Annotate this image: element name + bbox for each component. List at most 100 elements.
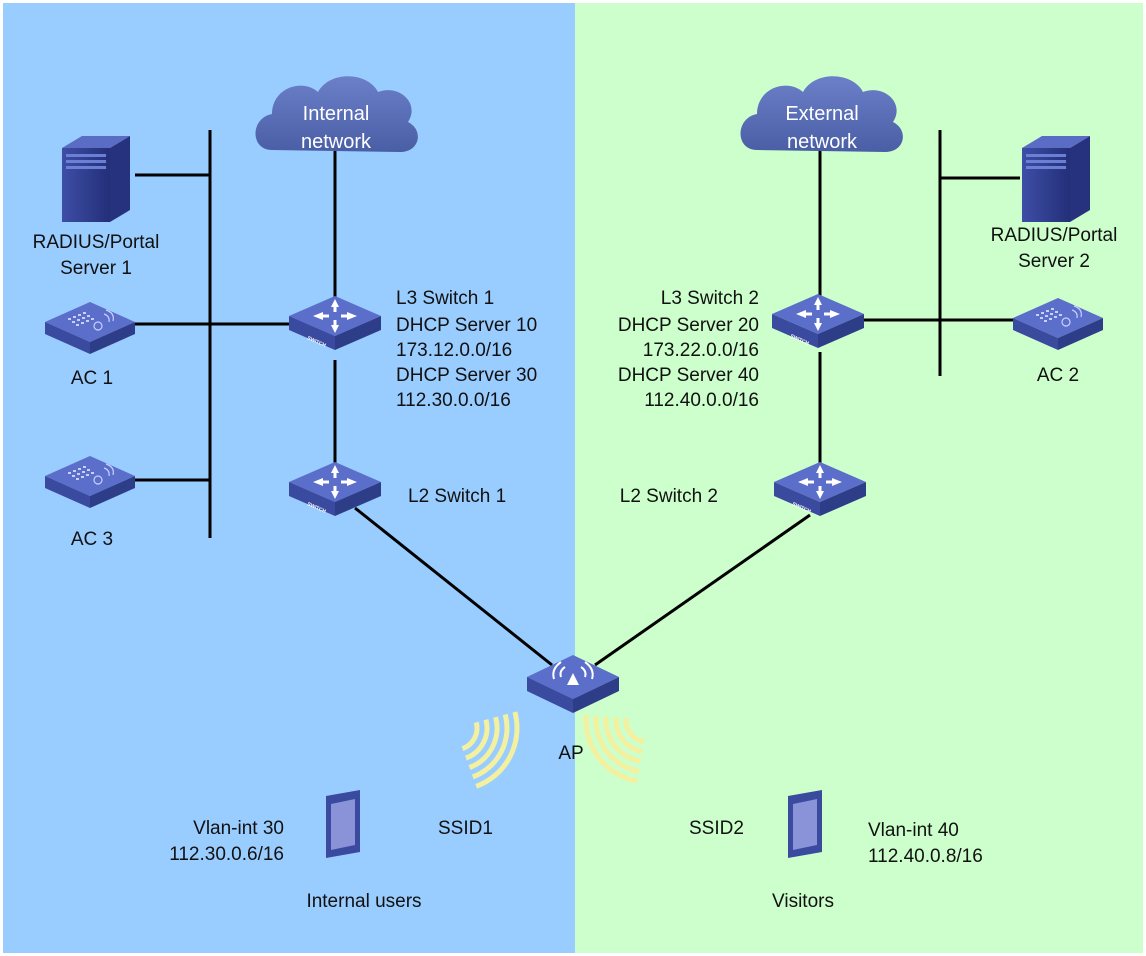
server-label-line2: Server 2	[1018, 251, 1090, 272]
cloud-label-line2: network	[787, 131, 858, 153]
cloud-label-line1: Internal	[303, 103, 370, 125]
ac-2: AC 2	[1013, 298, 1103, 386]
keypad-icon	[68, 312, 94, 326]
server-tower-icon	[1022, 136, 1090, 222]
radius-portal-server-1: RADIUS/Portal Server 1	[33, 136, 160, 279]
ac-signal	[105, 309, 114, 322]
switch-front	[820, 482, 866, 516]
switch-arrows-icon	[796, 297, 840, 331]
wave-arc	[461, 721, 480, 752]
ssid1-label: SSID1	[438, 818, 493, 839]
switch-front	[335, 316, 381, 350]
ac-signal	[1073, 305, 1082, 318]
cloud-label-line2: network	[301, 131, 372, 153]
internal-users: Vlan-int 30 112.30.0.6/16 Internal users	[169, 790, 422, 912]
group-label: Visitors	[772, 891, 834, 912]
l2-switch-2: SWITCH L2 Switch 2	[620, 462, 866, 516]
ac-label: AC 2	[1037, 365, 1079, 386]
wave-arc	[471, 713, 510, 780]
ac-dial	[93, 475, 103, 485]
cloud-icon	[740, 76, 903, 152]
vlan-int-label: Vlan-int 30	[193, 818, 284, 839]
ac-side	[45, 322, 90, 354]
ac-dial	[1061, 317, 1071, 327]
cloud-label-line1: External	[785, 103, 858, 125]
wave-arc	[583, 714, 638, 784]
ac-side	[45, 476, 90, 508]
wave-arc	[603, 716, 642, 764]
ac-signal	[105, 463, 114, 476]
server-tower-icon	[62, 136, 130, 222]
ac-signal	[103, 467, 110, 477]
server-label-line1: RADIUS/Portal	[33, 232, 160, 253]
access-controller-icon	[1013, 298, 1103, 350]
ac-label: AC 3	[71, 529, 113, 550]
ac-signal	[103, 313, 110, 323]
l3-switch-1-line3: 173.12.0.0/16	[396, 340, 512, 361]
l3-switch-1-line2: DHCP Server 10	[396, 315, 537, 336]
ip-label: 112.30.0.6/16	[169, 844, 284, 865]
l2-switch-1: SWITCH L2 Switch 1	[289, 462, 506, 516]
link-l2sw2-ap	[594, 513, 811, 667]
switch-side	[774, 482, 820, 516]
switch-icon: SWITCH	[289, 462, 381, 516]
switch-front	[335, 482, 381, 516]
l3-switch-2-line2: DHCP Server 20	[618, 315, 759, 336]
ac-side	[1013, 318, 1058, 350]
wave-arc	[623, 717, 645, 745]
l3-switch-2-line1: L3 Switch 2	[661, 288, 759, 309]
ac-dial	[93, 321, 103, 331]
ac-1: AC 1	[45, 302, 135, 389]
access-controller-icon	[45, 302, 135, 354]
vlan-int-label: Vlan-int 40	[868, 820, 959, 841]
switch-icon: SWITCH	[774, 462, 866, 516]
switch-arrows-icon	[313, 465, 357, 499]
wireless-ap: AP	[527, 655, 619, 764]
ac-front	[1058, 318, 1103, 350]
link-l2sw1-ap	[354, 506, 553, 667]
ac-label: AC 1	[71, 368, 113, 389]
switch-icon: SWITCH	[289, 296, 381, 350]
l3-switch-2-line5: 112.40.0.0/16	[644, 390, 759, 411]
l3-switch-1: SWITCH L3 Switch 1 DHCP Server 10 173.12…	[289, 288, 537, 411]
keypad-icon	[68, 466, 94, 480]
wave-arc	[593, 715, 640, 774]
tablet-icon	[326, 790, 360, 858]
wireless-waves-right	[583, 714, 645, 784]
ssid2-label: SSID2	[689, 818, 744, 839]
external-network-cloud: External network	[740, 76, 903, 153]
l2-switch-1-label: L2 Switch 1	[408, 486, 506, 507]
wave-arc	[613, 716, 643, 754]
server-label-line1: RADIUS/Portal	[991, 225, 1118, 246]
wave-arc	[464, 719, 490, 761]
l3-switch-1-line1: L3 Switch 1	[396, 288, 494, 309]
server-label-line2: Server 1	[60, 258, 132, 279]
ac-front	[90, 476, 135, 508]
tablet-icon	[788, 790, 822, 858]
l3-switch-2: SWITCH L3 Switch 2 DHCP Server 20 173.22…	[618, 288, 864, 411]
wireless-ap-icon	[527, 655, 619, 713]
ap-label: AP	[558, 743, 583, 764]
wave-arc	[475, 711, 520, 789]
access-controller-icon	[45, 456, 135, 508]
wireless-waves-left	[461, 711, 520, 789]
visitors: Vlan-int 40 112.40.0.8/16 Visitors	[772, 790, 983, 912]
ac-3: AC 3	[45, 456, 135, 550]
cloud-icon	[255, 76, 418, 152]
wave-arc	[468, 716, 500, 770]
switch-side	[772, 314, 818, 348]
l3-switch-1-line5: 112.30.0.0/16	[396, 390, 511, 411]
ac-front	[90, 322, 135, 354]
internal-network-cloud: Internal network	[255, 76, 418, 153]
radius-portal-server-2: RADIUS/Portal Server 2	[991, 136, 1118, 272]
l3-switch-2-line3: 173.22.0.0/16	[643, 340, 759, 361]
switch-arrows-icon	[313, 299, 357, 333]
l3-switch-2-line4: DHCP Server 40	[618, 365, 759, 386]
links	[135, 130, 1020, 667]
ac-signal	[1071, 309, 1078, 319]
keypad-icon	[1036, 308, 1062, 322]
switch-front	[818, 314, 864, 348]
switch-arrows-icon	[798, 465, 842, 499]
ip-label: 112.40.0.8/16	[868, 846, 983, 867]
